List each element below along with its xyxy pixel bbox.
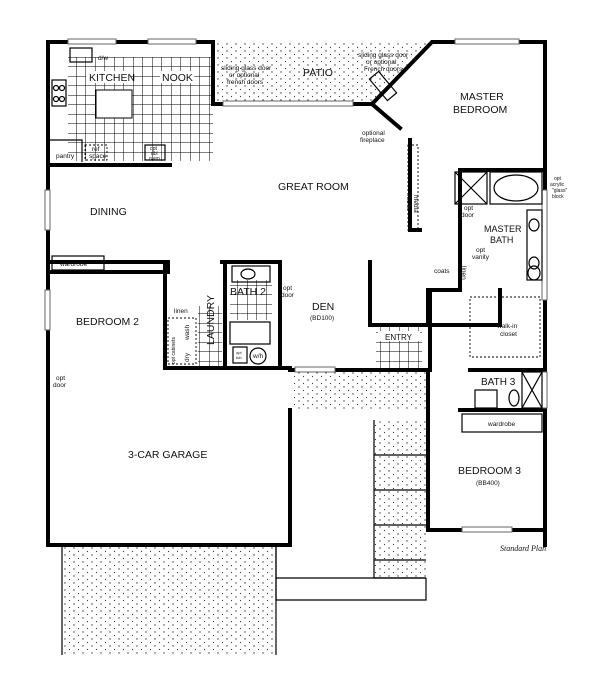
linen-b2-note: linen xyxy=(174,308,188,315)
slider-left-note-2: or optional xyxy=(229,72,260,79)
wardrobe-b2-note: wardrobe xyxy=(59,261,87,268)
patio-label: PATIO xyxy=(303,67,333,79)
bath3-label: BATH 3 xyxy=(481,377,516,388)
garage-door-note-2: door xyxy=(53,382,67,389)
slider-right-note-1: sliding glass door xyxy=(358,52,409,59)
bedroom3-label: BEDROOM 3 xyxy=(458,465,521,477)
fixtures xyxy=(48,47,543,433)
opt-door-mb-1: opt xyxy=(464,205,473,212)
master-bedroom-label-2: BEDROOM xyxy=(453,104,507,116)
opt-vanity-2: vanity xyxy=(472,254,490,261)
wardrobe-b3-note: wardrobe xyxy=(487,421,515,428)
entry-label: ENTRY xyxy=(385,333,413,342)
oven-note-2: dbl xyxy=(151,151,158,157)
master-bedroom-label-1: MASTER xyxy=(460,91,504,103)
master-bath-label-1: MASTER xyxy=(484,224,522,234)
oven-note-3: oven xyxy=(149,156,160,162)
kitchen-label-bg xyxy=(86,71,130,83)
slider-right-note-2: or optional xyxy=(366,59,397,66)
wh-note: w/h xyxy=(252,353,264,360)
tub-note-2: tub xyxy=(236,355,242,360)
mb-linen-note: linen xyxy=(460,266,467,280)
opt-door-bath2-1: opt xyxy=(283,285,292,292)
dining-label: DINING xyxy=(90,206,127,218)
laundry-label: LAUNDRY xyxy=(205,295,217,345)
den-label: DEN xyxy=(312,301,334,313)
slider-left-note-3: french doors xyxy=(227,79,264,86)
acrylic-note-4: block xyxy=(552,194,564,200)
pantry-note: pantry xyxy=(56,153,75,160)
interior-walls xyxy=(46,163,547,412)
plan-name: Standard Plan xyxy=(500,544,546,553)
media-niche-note-1: media xyxy=(412,195,419,213)
bath2-label: BATH 2 xyxy=(230,286,266,298)
dw-note: d/w xyxy=(98,55,108,62)
dry-note: dry xyxy=(184,352,191,362)
driveway xyxy=(62,547,276,655)
fireplace-note-1: optional xyxy=(362,130,385,137)
walkin-closet-label-2: closet xyxy=(500,331,517,338)
fireplace-note-2: fireplace xyxy=(360,137,385,144)
slider-left-note-1: sliding glass door xyxy=(221,65,272,72)
windows xyxy=(44,38,548,533)
front-porch xyxy=(292,370,426,410)
ref-space-note-2: space xyxy=(89,153,107,160)
wash-note: wash xyxy=(184,324,191,341)
tub-note-1: opt xyxy=(236,350,242,355)
walkin-closet-label-1: walk-in xyxy=(496,323,518,330)
opt-door-bath2-2: door xyxy=(281,292,295,299)
nook-label: NOOK xyxy=(162,72,193,84)
coats-note: coats xyxy=(434,268,450,275)
acrylic-note-1: opt xyxy=(554,176,562,182)
garage-label: 3-CAR GARAGE xyxy=(128,449,207,461)
media-niche-note-2: niche xyxy=(405,195,412,211)
garage-door-note-1: opt xyxy=(56,375,65,382)
walkway xyxy=(275,420,427,601)
cabinets-note: opt cabinets xyxy=(171,337,177,364)
opt-door-mb-2: door xyxy=(461,212,475,219)
ref-space-note-1: ref xyxy=(92,146,100,153)
great-room-label: GREAT ROOM xyxy=(278,181,349,193)
kitchen-label: KITCHEN xyxy=(89,72,135,84)
acrylic-note-2: acrylic xyxy=(550,182,565,188)
slider-right-note-3: French doors xyxy=(364,66,403,73)
acrylic-note-3: "glass" xyxy=(552,188,567,194)
opt-vanity-1: opt xyxy=(476,247,485,254)
oven-note-1: opt xyxy=(150,146,158,152)
bedroom2-label: BEDROOM 2 xyxy=(76,316,139,328)
den-code: (BD100) xyxy=(310,315,334,322)
master-bath-label-2: BATH xyxy=(490,235,513,245)
bedroom3-code: (BB400) xyxy=(476,480,500,487)
kitchen-island xyxy=(95,89,133,119)
